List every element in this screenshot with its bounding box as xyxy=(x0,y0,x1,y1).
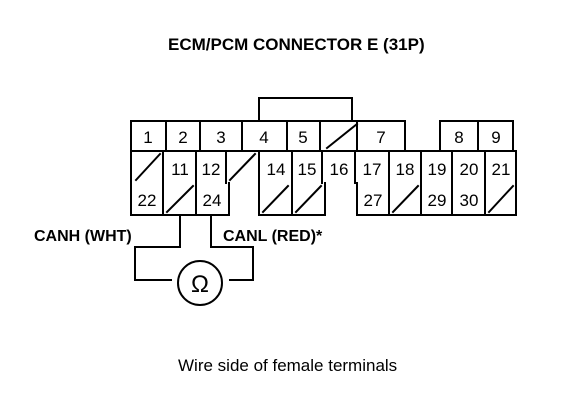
pin-11: 11 xyxy=(171,160,189,179)
canl-label: CANL (RED)* xyxy=(223,228,323,245)
pin-22: 22 xyxy=(138,191,157,210)
connector-row2-dividers xyxy=(162,150,486,184)
pin-24: 24 xyxy=(203,191,222,210)
pin-2: 2 xyxy=(178,128,187,147)
pin-14: 14 xyxy=(267,160,286,179)
pin-21: 21 xyxy=(492,160,511,179)
pin-9: 9 xyxy=(491,128,500,147)
pin-30: 30 xyxy=(460,191,479,210)
pin-7: 7 xyxy=(376,128,385,147)
pin-15: 15 xyxy=(298,160,317,179)
canl-probe-wire xyxy=(210,214,254,281)
pin-12: 12 xyxy=(202,160,221,179)
pin-3: 3 xyxy=(216,128,225,147)
pin-17: 17 xyxy=(363,160,382,179)
connector-row1-dividers xyxy=(165,120,479,152)
connector-row3-middle xyxy=(258,182,326,216)
connector-lock-tab xyxy=(258,97,353,122)
pin-19: 19 xyxy=(428,160,447,179)
pin-27: 27 xyxy=(364,191,383,210)
pin-1: 1 xyxy=(143,128,152,147)
canh-label: CANH (WHT) xyxy=(34,228,132,245)
ohm-symbol: Ω xyxy=(191,271,209,298)
connector-row1-outline xyxy=(130,120,514,152)
pin-29: 29 xyxy=(428,191,447,210)
pin-5: 5 xyxy=(298,128,307,147)
pin-20: 20 xyxy=(460,160,479,179)
diagram-caption: Wire side of female terminals xyxy=(178,356,397,375)
diagram-title: ECM/PCM CONNECTOR E (31P) xyxy=(168,35,425,54)
blank-cavity-slashes xyxy=(134,122,515,214)
connector-row3-right xyxy=(356,182,517,216)
ohmmeter-circle xyxy=(177,260,223,306)
pin-4: 4 xyxy=(259,128,268,147)
canh-probe-wire xyxy=(134,214,181,281)
pin-8: 8 xyxy=(454,128,463,147)
pin-18: 18 xyxy=(396,160,415,179)
pin-16: 16 xyxy=(330,160,349,179)
